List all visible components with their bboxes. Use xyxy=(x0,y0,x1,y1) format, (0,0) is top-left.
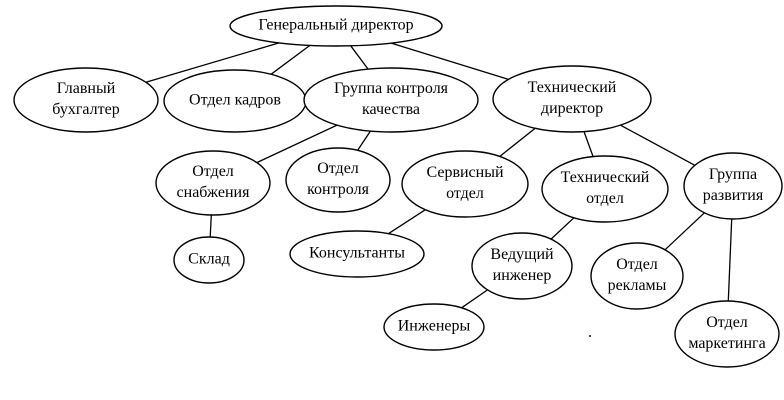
node-label: Сервисный xyxy=(426,164,504,181)
connector-qc_group-to-supply xyxy=(256,124,338,164)
connector-cto-to-service xyxy=(499,127,536,158)
connector-lead_engineer-to-engineers xyxy=(461,289,488,309)
node-label: Отдел xyxy=(616,256,658,273)
node-control: Отдел контроля xyxy=(285,147,391,213)
node-label: снабжения xyxy=(177,184,251,201)
node-label: Отдел xyxy=(192,163,234,180)
node-label: Ведущий xyxy=(490,246,554,263)
connector-ceo-to-hr xyxy=(270,44,311,75)
node-label: развития xyxy=(703,187,764,204)
connector-dev_group-to-marketing xyxy=(727,218,733,302)
node-ellipse xyxy=(541,155,669,223)
connector-cto-to-tech_dept xyxy=(583,131,594,157)
node-label: Группа контроля xyxy=(334,80,449,97)
node-label: маркетинга xyxy=(688,335,765,352)
node-ellipse xyxy=(173,236,245,284)
node-ellipse xyxy=(683,152,783,220)
connector-dev_group-to-advertising xyxy=(664,212,705,251)
org-units: Генеральный директорГлавныйбухгалтерОтде… xyxy=(13,5,783,368)
node-lead-engineer: Ведущий инженер xyxy=(471,232,573,300)
node-ellipse xyxy=(471,232,573,300)
node-ellipse xyxy=(155,150,271,216)
node-ellipse xyxy=(590,242,684,310)
node-label: инженер xyxy=(493,267,552,284)
connector-tech_dept-to-lead_engineer xyxy=(550,217,575,240)
stray-dot xyxy=(589,335,591,337)
connector-ceo-to-qc_group xyxy=(350,45,369,70)
node-label: Инженеры xyxy=(398,318,471,335)
node-ellipse xyxy=(401,150,529,218)
node-label: Генеральный директор xyxy=(258,17,413,34)
node-label: отдел xyxy=(586,190,624,207)
node-label: Отдел xyxy=(706,314,748,331)
node-ellipse xyxy=(229,5,443,47)
connector-supply-to-warehouse xyxy=(209,214,212,238)
connector-lines xyxy=(145,42,733,309)
node-engineers: Инженеры xyxy=(383,303,485,351)
node-label: директор xyxy=(541,100,603,117)
node-label: Отдел кадров xyxy=(189,92,281,109)
node-ellipse xyxy=(303,67,479,133)
node-hr: Отдел кадров xyxy=(163,69,307,133)
node-cto: Технический директор xyxy=(492,65,652,133)
node-label: Главный xyxy=(57,80,116,97)
node-label: рекламы xyxy=(608,277,667,294)
node-dev-group: Группа развития xyxy=(683,152,783,220)
connector-ceo-to-cto xyxy=(391,42,509,81)
connector-cto-to-dev_group xyxy=(619,124,696,166)
node-service: Сервисный отдел xyxy=(401,150,529,218)
node-consultants: Консультанты xyxy=(289,230,425,278)
connector-service-to-consultants xyxy=(388,209,426,235)
node-warehouse: Склад xyxy=(173,236,245,284)
node-label: Технический xyxy=(528,79,617,96)
node-label: контроля xyxy=(307,181,369,198)
node-ceo: Генеральный директор xyxy=(229,5,443,47)
node-label: Консультанты xyxy=(309,245,405,262)
node-ellipse xyxy=(285,147,391,213)
node-label: Группа xyxy=(709,166,757,183)
node-marketing: Отдел маркетинга xyxy=(674,300,780,368)
node-ellipse xyxy=(13,67,159,133)
node-label: Склад xyxy=(188,251,230,268)
node-qc-group: Группа контроля качества xyxy=(303,67,479,133)
node-label: бухгалтер xyxy=(52,101,119,118)
connector-qc_group-to-control xyxy=(357,130,371,151)
node-label: Отдел xyxy=(317,160,359,177)
node-label: Технический xyxy=(561,169,650,186)
node-ellipse xyxy=(383,303,485,351)
node-supply: Отдел снабжения xyxy=(155,150,271,216)
node-label: качества xyxy=(362,101,420,118)
node-label: отдел xyxy=(446,185,484,202)
node-advertising: Отдел рекламы xyxy=(590,242,684,310)
node-chief-accountant: Главный бухгалтер xyxy=(13,67,159,133)
connector-ceo-to-chief_accountant xyxy=(145,42,280,83)
node-ellipse xyxy=(674,300,780,368)
node-ellipse xyxy=(492,65,652,133)
node-tech-dept: Технический отдел xyxy=(541,155,669,223)
node-ellipse xyxy=(289,230,425,278)
